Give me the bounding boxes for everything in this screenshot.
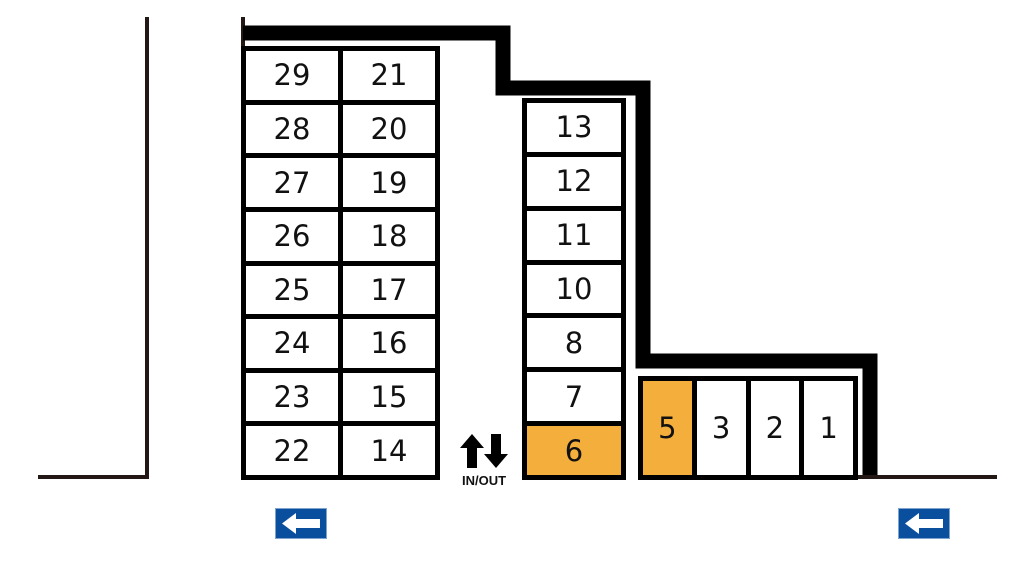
one-way-left-arrow-icon	[282, 513, 320, 534]
one-way-sign-left	[275, 508, 327, 539]
parking-space: 26	[246, 211, 338, 261]
parking-space: 23	[246, 372, 338, 422]
parking-space: 17	[343, 265, 435, 315]
parking-space: 22	[246, 426, 338, 475]
parking-space: 15	[343, 372, 435, 422]
building-wall	[243, 25, 878, 477]
one-way-left-arrow-icon	[905, 513, 943, 534]
parking-space: 25	[246, 265, 338, 315]
parking-space: 2	[750, 381, 800, 475]
parking-space: 3	[696, 381, 746, 475]
parking-space: 29	[246, 51, 338, 100]
parking-space: 24	[246, 319, 338, 368]
parking-space: 19	[343, 158, 435, 207]
entrance-marker: IN/OUT	[452, 434, 516, 488]
parking-space: 28	[246, 104, 338, 154]
parking-space-reserved: 5	[643, 381, 692, 475]
parking-space: 1	[804, 381, 853, 475]
up-down-arrows-icon	[460, 434, 508, 468]
parking-space: 20	[343, 104, 435, 154]
parking-space: 21	[343, 51, 435, 100]
parking-space: 18	[343, 211, 435, 261]
parking-space: 8	[527, 318, 621, 368]
parking-space: 13	[527, 103, 621, 152]
parking-space: 11	[527, 210, 621, 260]
parking-space: 10	[527, 264, 621, 314]
one-way-sign-right	[898, 508, 950, 539]
entrance-label: IN/OUT	[461, 473, 507, 488]
parking-space: 14	[343, 426, 435, 475]
parking-space: 12	[527, 156, 621, 206]
parking-space-reserved: 6	[527, 426, 621, 475]
parking-space: 7	[527, 372, 621, 422]
parking-space: 16	[343, 319, 435, 368]
parking-space: 27	[246, 158, 338, 207]
